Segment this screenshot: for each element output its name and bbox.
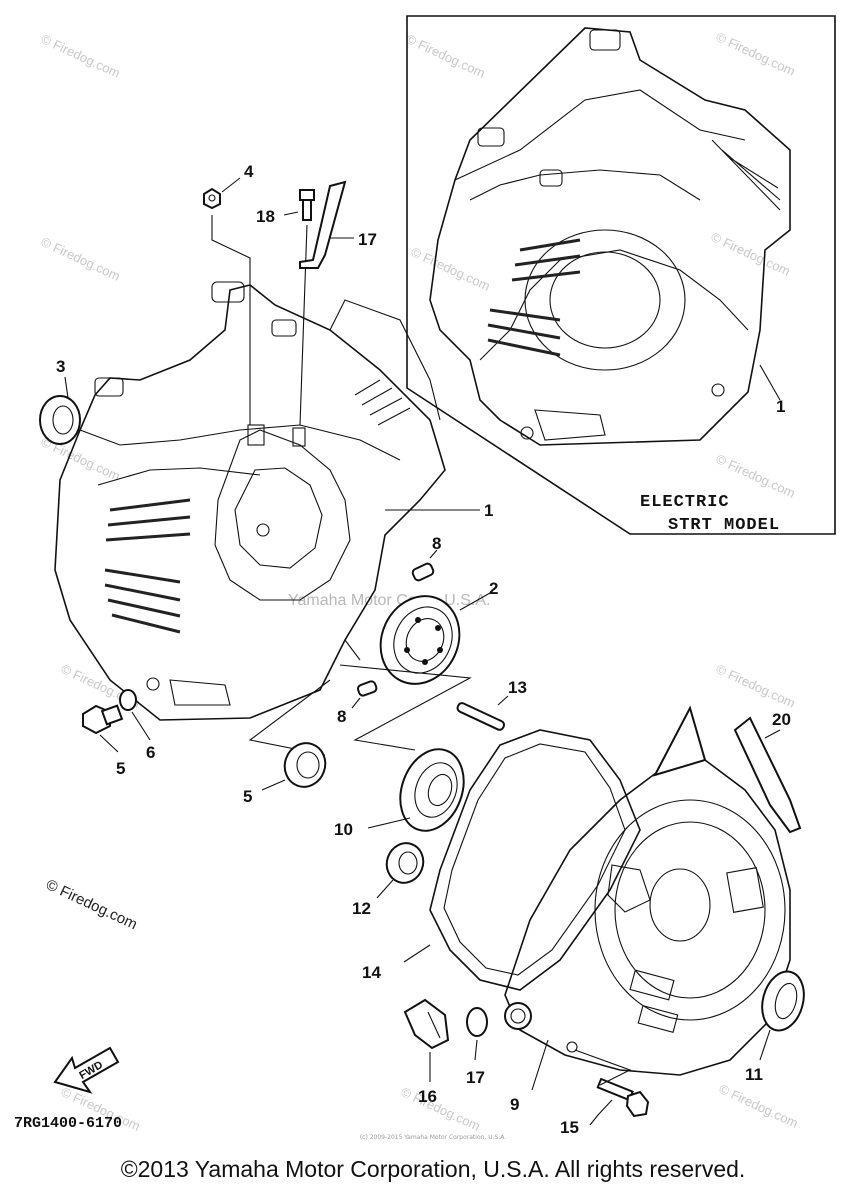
part-8-dowel-lower [351,680,378,709]
part-16-filler-cap [403,998,450,1082]
watermark-text: © Firedog.com [709,229,793,279]
callout-9: 9 [510,1095,519,1114]
callout-17: 17 [466,1068,485,1087]
part-7-washer [119,689,151,741]
callout-5: 5 [243,787,252,806]
inset-label-line1: ELECTRIC [640,493,730,512]
callout-6: 5 [116,759,125,778]
watermark-text: © Firedog.com [714,29,798,79]
part-4-nut [203,177,251,425]
part-6-drain-bolt [82,704,124,753]
part-2-bearing [379,592,491,685]
part-20-bracket [733,716,802,834]
part-13-dowel [456,695,509,731]
part-10-bearing [367,748,465,832]
callout-18: 17 [358,230,377,249]
electric-start-inset: 1 ELECTRIC STRT MODEL [406,15,836,535]
callout-4: 4 [244,162,254,181]
watermark-text: © Firedog.com [717,1081,801,1131]
callout-16: 16 [418,1087,437,1106]
watermark-text: © Firedog.com [714,661,798,711]
part-8-dowel-upper [411,549,438,582]
watermark-text: © Firedog.com [39,234,123,284]
firedog-copyright-mark: © Firedog.com [43,876,140,933]
callout-15: 15 [560,1118,579,1137]
fwd-arrow-icon: FWD [53,1046,120,1094]
inset-crankcase-drawing [429,27,791,446]
callout-8-upper: 8 [432,534,441,553]
callout-2: 2 [489,579,498,598]
part-3-oil-seal [39,376,81,445]
callout-3: 3 [56,357,65,376]
part-17-o-ring [466,1007,488,1061]
part-15-bolt [574,1049,650,1126]
callout-12: 12 [352,899,371,918]
callout-19: 18 [256,207,275,226]
crankcase-cover-drawing [504,705,791,1076]
part-18-bracket [299,180,354,269]
part-5-bearing [261,742,327,791]
callout-1-main: 1 [484,501,493,520]
part-11-oil-seal [759,970,805,1061]
callout-8-lower: 8 [337,707,346,726]
yamaha-center-watermark: Yamaha Motor Corp., U.S.A. [288,592,490,609]
fwd-label: FWD [77,1059,105,1082]
part-code: 7RG1400-6170 [14,1115,122,1132]
tiny-copyright-notice: (c) 2009-2015 Yamaha Motor Corporation, … [359,1134,507,1141]
part-14-gasket [403,729,641,991]
inset-label-line2: STRT MODEL [668,516,780,535]
crankcase-main-drawing [54,281,446,721]
part-9-leader [531,1039,549,1091]
watermark-text: © Firedog.com [404,31,488,81]
watermark-group: © Firedog.com © Firedog.com © Firedog.co… [39,29,801,1134]
watermark-text: © Firedog.com [399,1084,483,1134]
part-12-bearing [376,842,425,899]
callout-10: 10 [334,820,353,839]
copyright-footer: ©2013 Yamaha Motor Corporation, U.S.A. A… [120,1156,746,1182]
callout-7: 6 [146,743,155,762]
watermark-text: © Firedog.com [39,31,123,81]
callout-13: 13 [508,678,527,697]
watermark-text: © Firedog.com [409,244,493,294]
callout-1-inset: 1 [776,397,785,416]
callout-11: 11 [745,1065,763,1084]
part-19-bolt [283,189,315,426]
callout-14: 14 [362,963,381,982]
callout-20: 20 [772,710,791,729]
inset-frame [406,15,836,535]
